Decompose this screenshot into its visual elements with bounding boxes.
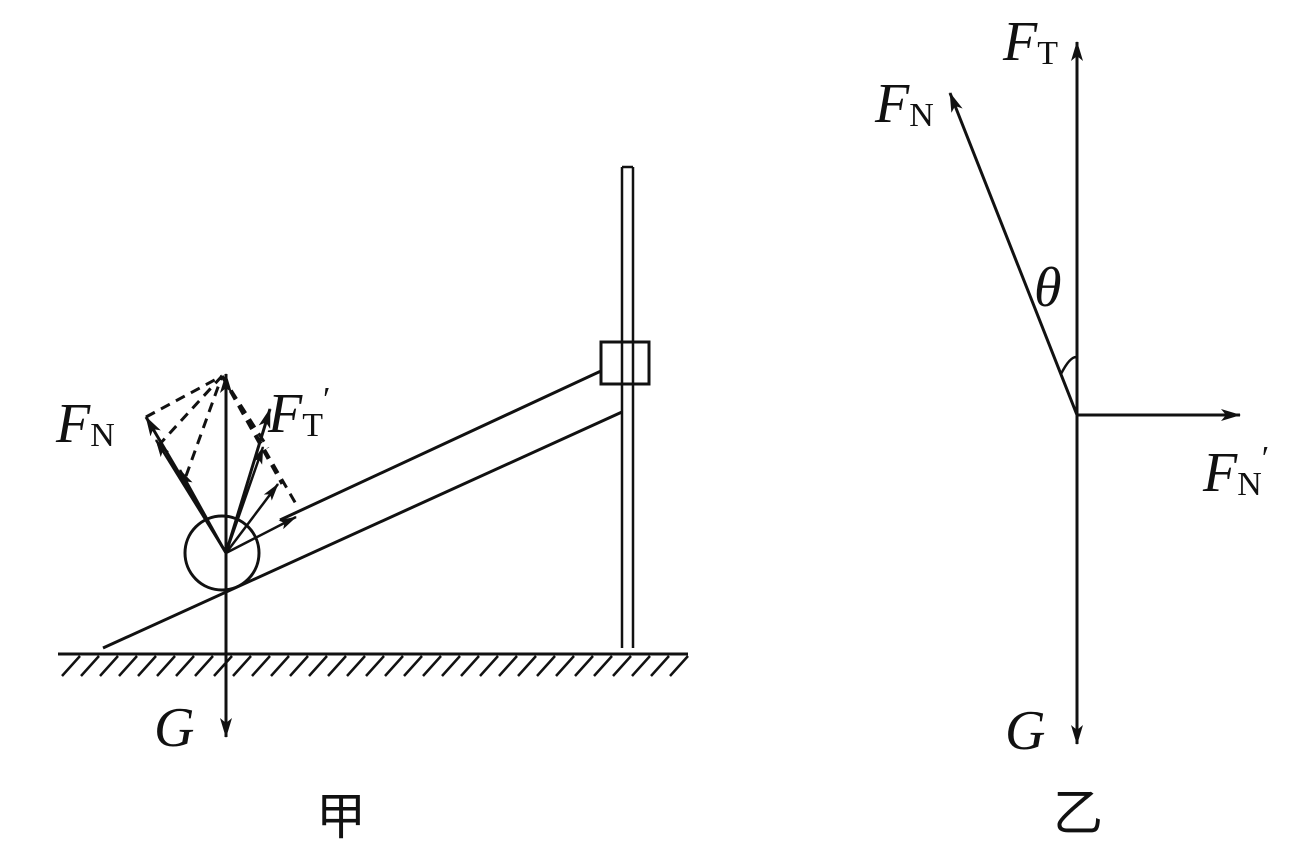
hatch-line [403,655,423,677]
ground-hatching [61,655,689,677]
hatch-line [251,655,271,677]
vertical-pole [620,165,635,648]
hatch-line [346,655,366,677]
label-g-b: G [1005,700,1045,762]
hatch-line [80,655,100,677]
hatch-line [384,655,404,677]
small-arrow-3 [224,446,265,554]
hatch-line [517,655,537,677]
normal-force-arrow-b [948,92,1079,416]
hatch-line [232,655,252,677]
angle-arc [1059,355,1078,375]
label-fn-prime-b: FN′ [1202,440,1269,504]
hatch-line [61,655,81,677]
label-g-a: G [154,697,194,759]
hatch-line [669,655,689,677]
hatch-line [194,655,214,677]
hatch-line [118,655,138,677]
inclined-plank [102,369,623,650]
parallelogram-construction [145,374,298,505]
hatch-line [308,655,328,677]
hatch-line [536,655,556,677]
caption-a: 甲 [316,788,366,846]
hatch-line [460,655,480,677]
hatch-line [270,655,290,677]
hatch-line [593,655,613,677]
hatch-line [327,655,347,677]
small-arrow-5 [225,515,297,555]
hatch-line [650,655,670,677]
hatch-line [289,655,309,677]
ground [58,652,689,677]
hatch-line [498,655,518,677]
small-arrow-2 [178,469,228,554]
hatch-line [365,655,385,677]
clamp-block [599,340,651,386]
hatch-line [479,655,499,677]
hatch-line [213,655,233,677]
hatch-line [99,655,119,677]
figure-a: FN FT′ G 甲 [55,165,689,846]
caption-b: 乙 [1053,784,1103,842]
hatch-line [441,655,461,677]
label-ft-b: FT [1002,11,1058,73]
hatch-line [175,655,195,677]
label-theta-b: θ [1034,257,1062,319]
label-ft-prime-a: FT′ [267,381,330,445]
hatch-line [574,655,594,677]
hatch-line [631,655,651,677]
hatch-line [156,655,176,677]
hatch-line [555,655,575,677]
small-arrow-4 [225,483,279,554]
label-fn-b: FN [874,73,934,135]
figure-b: FT FN θ FN′ G 乙 [874,11,1269,842]
hatch-line [137,655,157,677]
ball [183,514,261,592]
hatch-line [422,655,442,677]
hatch-line [612,655,632,677]
label-fn-a: FN [55,393,115,455]
